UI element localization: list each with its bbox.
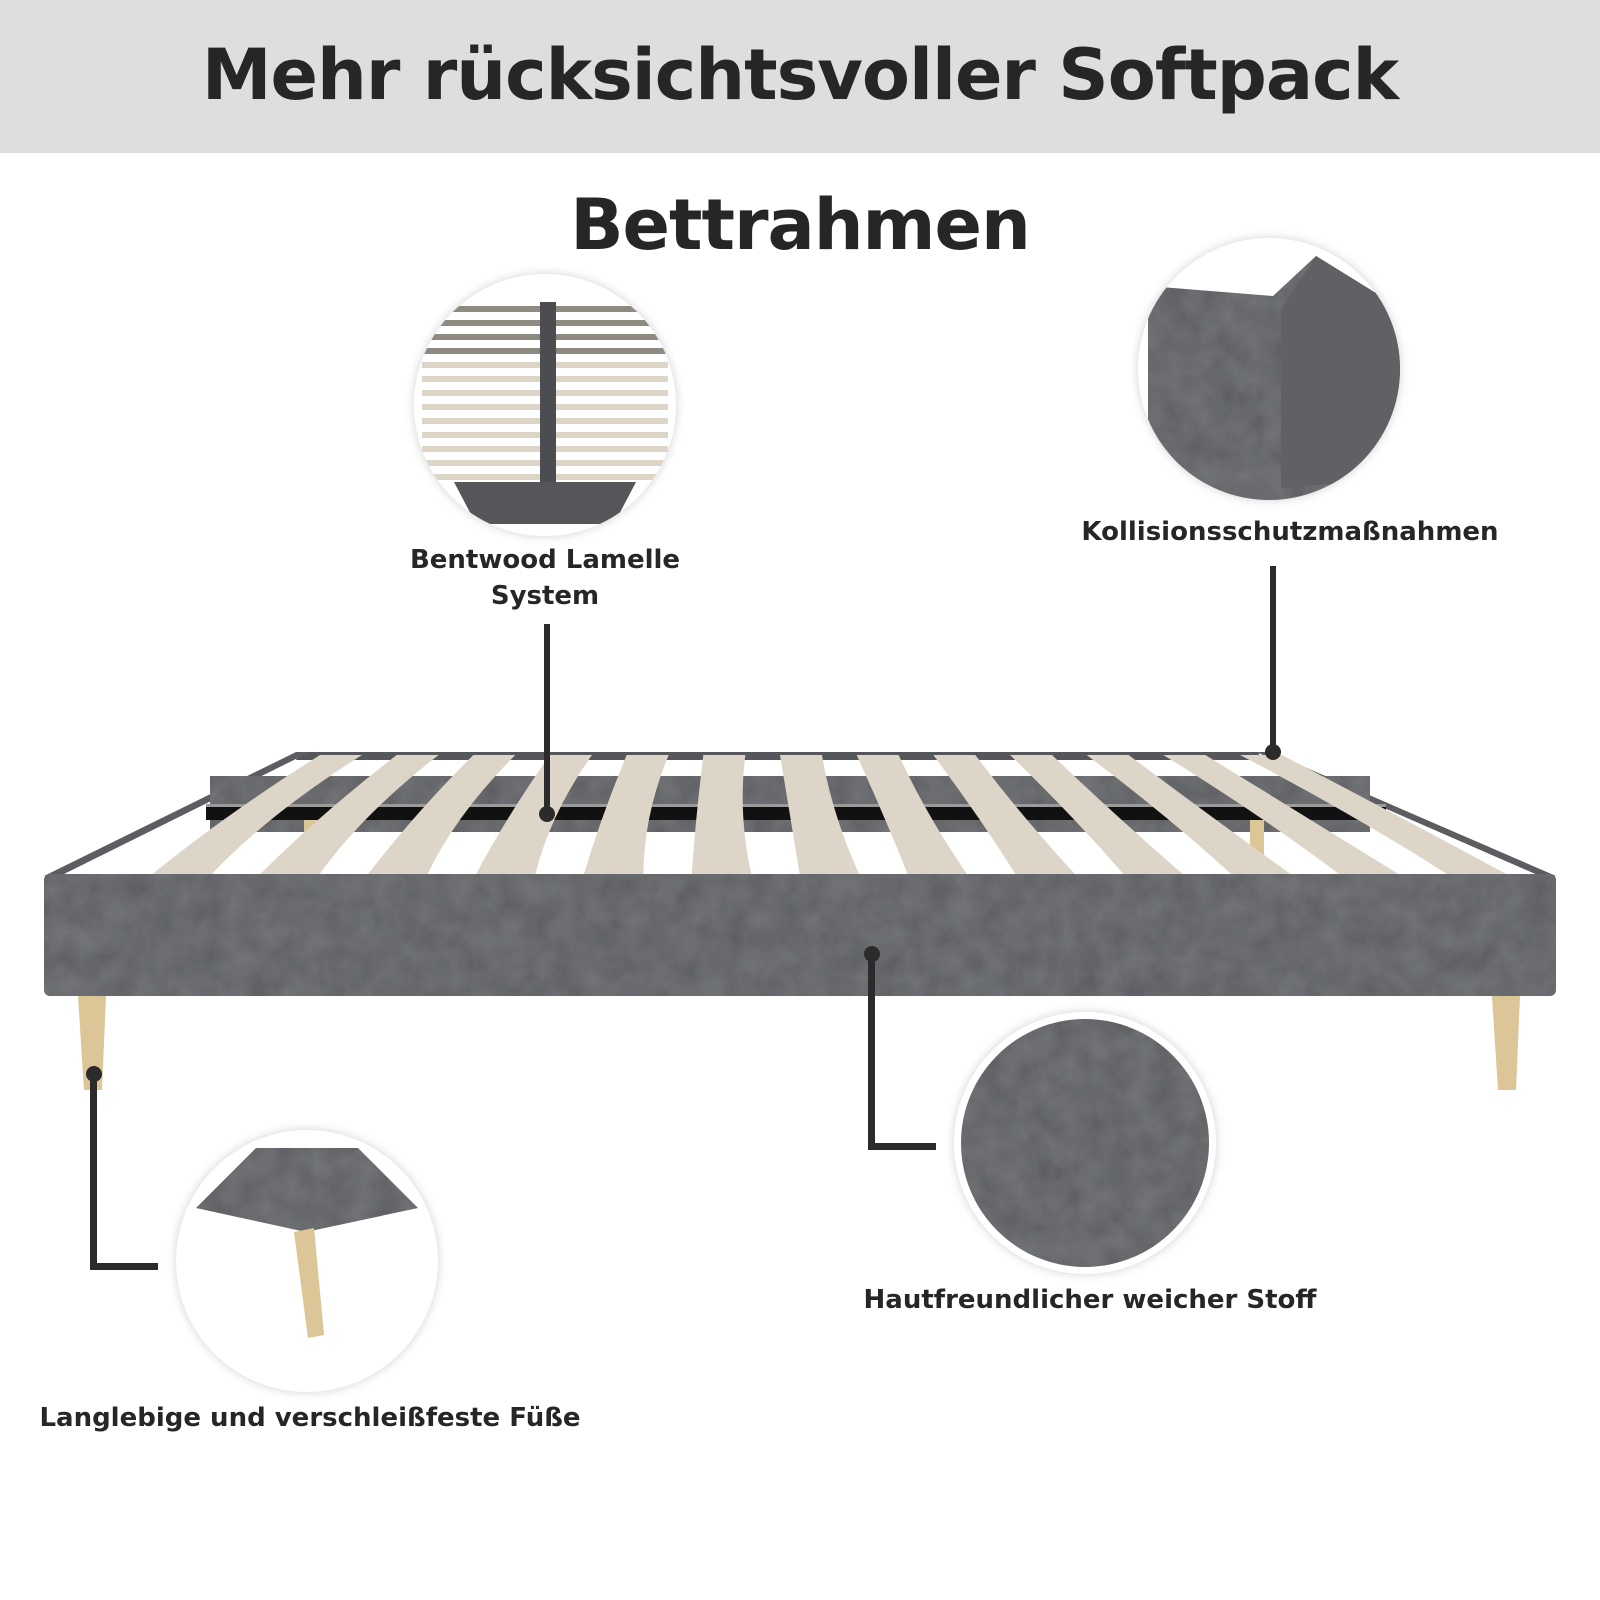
front-leg-left xyxy=(78,996,106,1090)
callout-line-legs-vertical xyxy=(90,1074,97,1270)
slat xyxy=(366,755,516,876)
callout-line-fabric-horizontal xyxy=(868,1143,936,1150)
slat xyxy=(933,755,1077,876)
header-banner: Mehr rücksichtsvoller Softpack Bettrahme… xyxy=(0,0,1600,266)
legs-detail-circle xyxy=(176,1130,438,1392)
slat xyxy=(691,755,752,876)
callout-line-legs-horizontal xyxy=(90,1263,158,1270)
slat xyxy=(258,755,439,876)
slat xyxy=(150,755,362,876)
slat xyxy=(780,755,860,876)
label-slats: Bentwood Lamelle System xyxy=(409,545,681,611)
slat xyxy=(1010,755,1185,876)
corner-detail-image xyxy=(1148,256,1400,500)
label-legs: Langlebige und verschleißfeste Füße xyxy=(39,1403,581,1433)
bed-front-rail xyxy=(44,874,1556,996)
front-leg-right xyxy=(1492,996,1520,1090)
leg-detail-image xyxy=(196,1148,418,1338)
callout-dot-corner xyxy=(1265,744,1281,760)
callout-dot-slats xyxy=(539,806,555,822)
slat xyxy=(583,755,669,876)
label-fabric: Hautfreundlicher weicher Stoff xyxy=(863,1285,1317,1315)
slats-detail-circle xyxy=(414,274,676,536)
slat xyxy=(1163,755,1402,876)
fabric-detail-circle xyxy=(954,1012,1216,1274)
slats-detail-image xyxy=(422,302,668,524)
slat xyxy=(475,755,592,876)
callout-line-corner xyxy=(1270,566,1276,752)
slat xyxy=(1240,755,1510,876)
label-corner: Kollisionsschutzmaßnahmen xyxy=(1081,517,1499,547)
page-title: Mehr rücksichtsvoller Softpack Bettrahme… xyxy=(201,34,1399,266)
slats-group xyxy=(150,755,1510,876)
callout-line-fabric-vertical xyxy=(868,954,875,1150)
fabric-swatch xyxy=(961,1019,1209,1267)
slat xyxy=(856,755,969,876)
slat xyxy=(1086,755,1294,876)
corner-detail-circle xyxy=(1138,238,1400,500)
callout-line-slats xyxy=(544,624,550,814)
